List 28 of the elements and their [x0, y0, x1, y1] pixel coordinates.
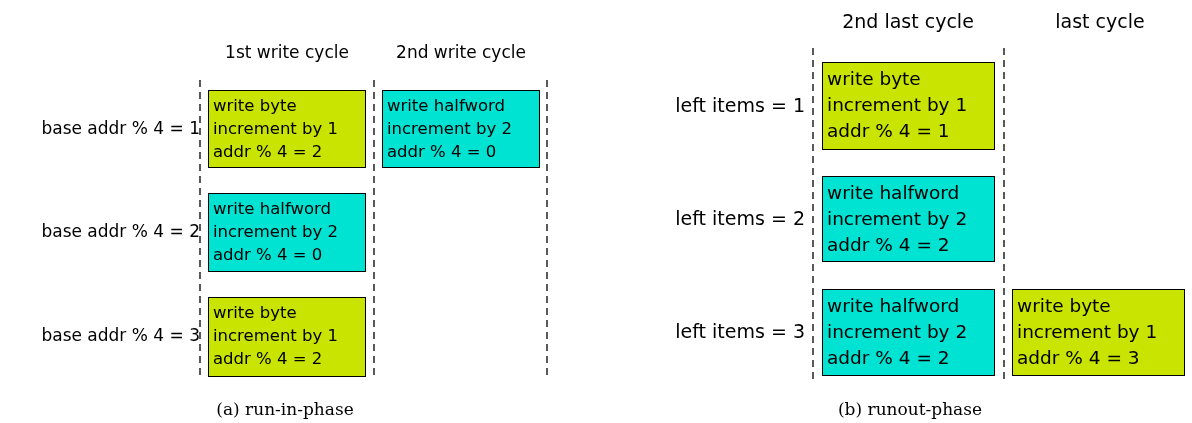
process-box: [208, 193, 366, 272]
row-label: base addr % 4 = 2: [41, 221, 200, 241]
row-label: base addr % 4 = 3: [41, 325, 200, 345]
process-box: [822, 289, 995, 376]
row-label: left items = 2: [675, 207, 805, 229]
figure-caption: (b) runout-phase: [837, 399, 983, 419]
box-text: write halfword increment by 2 addr % 4 = 2: [827, 294, 969, 370]
process-box: [382, 90, 540, 168]
figure-caption: (a) run-in-phase: [216, 399, 354, 419]
column-header: 1st write cycle: [225, 42, 349, 62]
column-header: 2nd last cycle: [842, 10, 974, 32]
process-box: [822, 62, 995, 150]
box-text: write byte increment by 1 addr % 4 = 2: [213, 95, 340, 164]
column-header: last cycle: [1055, 10, 1145, 32]
row-label: left items = 3: [675, 320, 805, 342]
column-header: 2nd write cycle: [396, 42, 526, 62]
row-label: base addr % 4 = 1: [41, 118, 200, 138]
process-box: [1012, 289, 1185, 376]
process-box: [822, 176, 995, 262]
row-label: left items = 1: [675, 94, 805, 116]
box-text: write byte increment by 1 addr % 4 = 2: [213, 302, 340, 371]
box-text: write halfword increment by 2 addr % 4 = 0: [213, 198, 340, 267]
box-text: write halfword increment by 2 addr % 4 = 2: [827, 181, 969, 257]
process-box: [208, 90, 366, 168]
box-text: write byte increment by 1 addr % 4 = 1: [827, 67, 969, 143]
box-text: write halfword increment by 2 addr % 4 = 0: [387, 95, 514, 164]
box-text: write byte increment by 1 addr % 4 = 3: [1017, 294, 1159, 370]
process-box: [208, 297, 366, 377]
